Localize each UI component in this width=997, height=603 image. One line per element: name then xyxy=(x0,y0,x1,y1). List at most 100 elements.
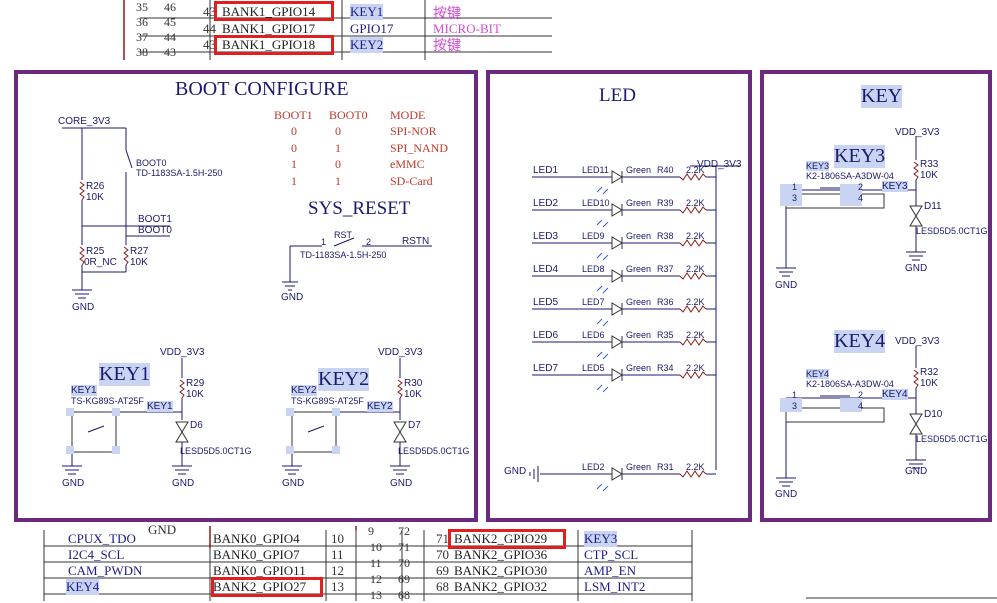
led-color-4: Green xyxy=(626,264,652,274)
r30-ref: R30 xyxy=(404,378,423,389)
key3-pin-3: 3 xyxy=(792,193,798,203)
top-row-2-a: 36 xyxy=(136,15,148,29)
led-color-3: Green xyxy=(626,231,652,241)
top-row-2-pin: 44 xyxy=(203,21,216,36)
led-gnd-net: GND xyxy=(504,466,527,477)
boot-row-3-boot1: 1 xyxy=(291,157,297,171)
core-3v3-label: CORE_3V3 xyxy=(58,116,111,127)
led-res-val-1: 2.2K xyxy=(686,165,705,175)
boot-table-header-boot0: BOOT0 xyxy=(329,108,368,122)
highlight-gpio14 xyxy=(214,1,334,21)
key4-part: K2-1806SA-A3DW-04 xyxy=(806,379,894,389)
boot-row-4-boot0: 1 xyxy=(335,174,341,188)
bottom-right-2-net: BANK2_GPIO36 xyxy=(454,547,548,562)
d11-part: LESD5D5.0CT1G xyxy=(916,226,988,236)
bottom-left-1-sig: CPUX_TDO xyxy=(68,531,136,546)
d7-part: LESD5D5.0CT1G xyxy=(398,446,470,456)
rst-pin-1: 1 xyxy=(321,237,327,247)
bottom-mid-4-a: 12 xyxy=(370,572,382,586)
rst-pin-2: 2 xyxy=(366,237,372,247)
key4-pin-2: 2 xyxy=(858,390,864,400)
bottom-right-3-net: BANK2_GPIO30 xyxy=(454,563,548,578)
bottom-mid-1-a: 9 xyxy=(368,524,374,538)
boot-table-header-mode: MODE xyxy=(390,108,426,122)
led-res-ref-1: R40 xyxy=(657,165,674,175)
bottom-mid-2-a: 10 xyxy=(370,540,382,554)
led-gnd-res-val: 2.2K xyxy=(686,462,705,472)
top-row-3-cn: 按键 xyxy=(433,38,461,54)
highlight-gpio27 xyxy=(211,577,323,597)
r26-ref: R26 xyxy=(86,181,105,192)
top-row-1-net: BANK1_GPIO14 xyxy=(222,4,316,19)
boot-table-header-boot1: BOOT1 xyxy=(274,108,313,122)
led-net-2: LED2 xyxy=(533,198,559,209)
boot0-switch-ref: BOOT0 xyxy=(136,158,167,168)
key2-part: TS-KG89S-AT25F xyxy=(291,396,364,406)
sys-reset-title: SYS_RESET xyxy=(308,198,411,219)
bottom-mid-5-b: 68 xyxy=(398,588,410,602)
boot-row-1-boot0: 0 xyxy=(335,124,341,138)
bottom-right-4-sig: LSM_INT2 xyxy=(584,579,646,594)
d10-part: LESD5D5.0CT1G xyxy=(916,434,988,444)
boot-row-4-mode: SD-Card xyxy=(390,174,433,188)
led-net-1: LED1 xyxy=(533,165,559,176)
bottom-mid-4-b: 69 xyxy=(398,572,410,586)
top-row-3-net: BANK1_GPIO18 xyxy=(222,37,316,52)
bottom-left-4-pin: 13 xyxy=(331,579,344,594)
bottom-left-4-sig: KEY4 xyxy=(66,579,100,595)
top-row-2-cn: MICRO-BIT xyxy=(433,21,501,36)
key4-gnd: GND xyxy=(775,489,798,500)
boot-row-1-boot1: 0 xyxy=(291,124,297,138)
bottom-right-2-pin: 70 xyxy=(436,547,449,562)
key2-vdd: VDD_3V3 xyxy=(378,347,423,358)
bottom-right-4-net: BANK2_GPIO32 xyxy=(454,579,548,594)
led-res-val-5: 2.2K xyxy=(686,297,705,307)
key3-title: KEY3 xyxy=(834,145,886,168)
key1-vdd: VDD_3V3 xyxy=(160,347,205,358)
key1-title: KEY1 xyxy=(99,363,151,386)
r32-ref: R32 xyxy=(920,367,939,378)
key3-net: KEY3 xyxy=(882,181,908,192)
rst-gnd-label: GND xyxy=(281,292,304,303)
key4-title: KEY4 xyxy=(834,330,886,353)
d10-ref: D10 xyxy=(924,409,943,420)
top-pin-table xyxy=(120,0,552,60)
d7-gnd: GND xyxy=(390,478,413,489)
led-net-5: LED5 xyxy=(533,297,559,308)
boot0-net: BOOT0 xyxy=(138,225,172,236)
led-color-5: Green xyxy=(626,297,652,307)
boot0-switch-part: TD-1183SA-1.5H-250 xyxy=(136,168,223,178)
boot-row-4-boot1: 1 xyxy=(291,174,297,188)
key2-gnd: GND xyxy=(282,478,305,489)
rstn-net: RSTN xyxy=(402,236,430,247)
bottom-right-2-sig: CTP_SCL xyxy=(584,547,639,562)
key4-net: KEY4 xyxy=(882,389,908,400)
top-row-3-pin: 43 xyxy=(203,37,216,52)
top-row-3-sig: KEY2 xyxy=(350,37,384,53)
d11-gnd: GND xyxy=(905,263,928,274)
led-ref-6: LED6 xyxy=(582,330,605,340)
key-title: KEY xyxy=(861,85,903,108)
highlight-gpio29 xyxy=(448,529,566,549)
top-row-1-cn: 按键 xyxy=(433,6,461,22)
key4-pin-1: 1 xyxy=(792,390,798,400)
led-net-3: LED3 xyxy=(533,231,559,242)
boot-row-2-mode: SPI_NAND xyxy=(390,141,449,155)
bottom-left-1-net: BANK0_GPIO4 xyxy=(213,531,300,546)
key2-title: KEY2 xyxy=(318,368,370,391)
led-net-7: LED7 xyxy=(533,363,559,374)
led-gnd-color: Green xyxy=(626,462,652,472)
led-ref-1: LED11 xyxy=(582,165,609,175)
key1-part: TS-KG89S-AT25F xyxy=(71,396,144,406)
led-ref-4: LED8 xyxy=(582,264,605,274)
bottom-left-4-net: BANK2_GPIO27 xyxy=(213,579,307,594)
led-ref-5: LED7 xyxy=(582,297,605,307)
top-table-lines xyxy=(123,0,552,60)
key4-ref: KEY4 xyxy=(806,369,830,379)
led-ref-3: LED9 xyxy=(582,231,605,241)
bottom-left-2-net: BANK0_GPIO7 xyxy=(213,547,300,562)
top-row-1-pin: 43 xyxy=(203,4,216,19)
r29-value: 10K xyxy=(186,389,204,400)
r32-value: 10K xyxy=(920,378,938,389)
r29-ref: R29 xyxy=(186,378,205,389)
